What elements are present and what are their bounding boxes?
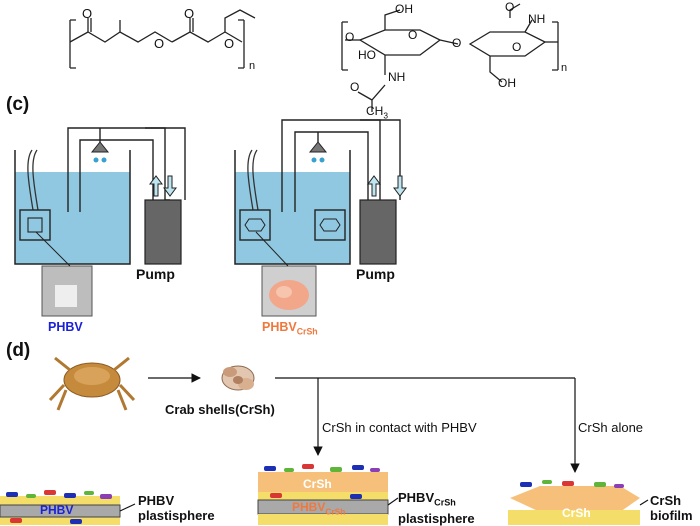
left-tube-1 — [27, 149, 34, 211]
ch2oh-2 — [489, 56, 503, 83]
right-sprinkler — [308, 141, 328, 153]
left-tank-setup — [14, 127, 186, 317]
pump-label-right: Pump — [356, 266, 395, 282]
left-bracket — [69, 19, 76, 69]
left-sample-caption: PHBV — [48, 320, 83, 334]
acetyl-oxygen-1: O — [350, 80, 360, 94]
crab-shells-illustration — [221, 365, 255, 391]
left-down-arrow — [163, 175, 177, 197]
left-result-label: PHBV plastisphere — [138, 493, 215, 523]
middle-film — [257, 464, 389, 525]
panel-label-c: (c) — [6, 94, 30, 115]
right-bracket — [238, 19, 245, 69]
crab-shells-label: Crab shells(CrSh) — [165, 402, 275, 417]
pump-label-left: Pump — [136, 266, 175, 282]
chitin-structure — [341, 3, 559, 112]
acetyl-oxygen-2: O — [505, 0, 515, 14]
contact-arrow-label: CrSh in contact with PHBV — [322, 420, 477, 435]
ch3-label: CH3 — [366, 104, 389, 121]
left-up-arrow — [149, 175, 163, 197]
left-pump-body — [144, 199, 182, 265]
acetyl-1 — [357, 84, 386, 112]
right-tank-setup — [234, 119, 407, 317]
ethyl-chain — [224, 9, 256, 32]
oh-label-1: OH — [395, 2, 413, 16]
ch2oh-1 — [384, 9, 401, 30]
chitin-right-bracket — [552, 21, 559, 71]
glycosidic-oxygen: O — [452, 36, 462, 50]
oh-label-2: OH — [498, 76, 516, 90]
ring-oxygen-left: O — [345, 30, 355, 44]
left-film — [0, 490, 121, 525]
ring-oxygen-2: O — [512, 40, 522, 54]
nh-acetyl-2 — [509, 3, 533, 33]
middle-film-top-label: CrSh — [303, 477, 332, 491]
chitin-left-bracket — [341, 21, 348, 71]
middle-film-label: PHBVCrSh — [292, 500, 346, 517]
ester-oxygen-2: O — [224, 36, 235, 51]
phbv-backbone-2 — [171, 31, 226, 43]
carbonyl-oxygen-2: O — [184, 6, 195, 21]
left-sprinkler — [90, 141, 110, 153]
left-film-label: PHBV — [40, 503, 74, 517]
left-tank-walls — [14, 150, 131, 265]
ester-oxygen-1: O — [154, 36, 165, 51]
right-result-label: CrSh biofilm — [650, 493, 693, 523]
glycosidic-1 — [439, 39, 459, 45]
sugar-ring-2 — [468, 31, 547, 57]
crab-illustration — [48, 356, 136, 411]
left-film-pointer — [119, 503, 136, 512]
phbv-structure — [69, 9, 256, 69]
nh-label-2: NH — [528, 12, 546, 26]
right-film — [508, 480, 640, 525]
right-film-label: CrSh — [562, 506, 591, 520]
panel-label-d: (d) — [6, 340, 31, 361]
carbonyl-oxygen-1: O — [82, 6, 93, 21]
left-sample-holder — [19, 209, 51, 241]
middle-result-label: PHBVCrSh plastisphere — [398, 490, 475, 526]
ho-label: HO — [358, 48, 376, 62]
chitin-repeat-n: n — [561, 62, 568, 74]
right-pipe — [281, 119, 381, 212]
phbv-repeat-n: n — [249, 60, 256, 72]
ring-oxygen-1: O — [408, 28, 418, 42]
nh-label-1: NH — [388, 70, 406, 84]
alone-arrow-label: CrSh alone — [578, 420, 644, 435]
right-sample-caption: PHBVCrSh — [262, 320, 318, 337]
